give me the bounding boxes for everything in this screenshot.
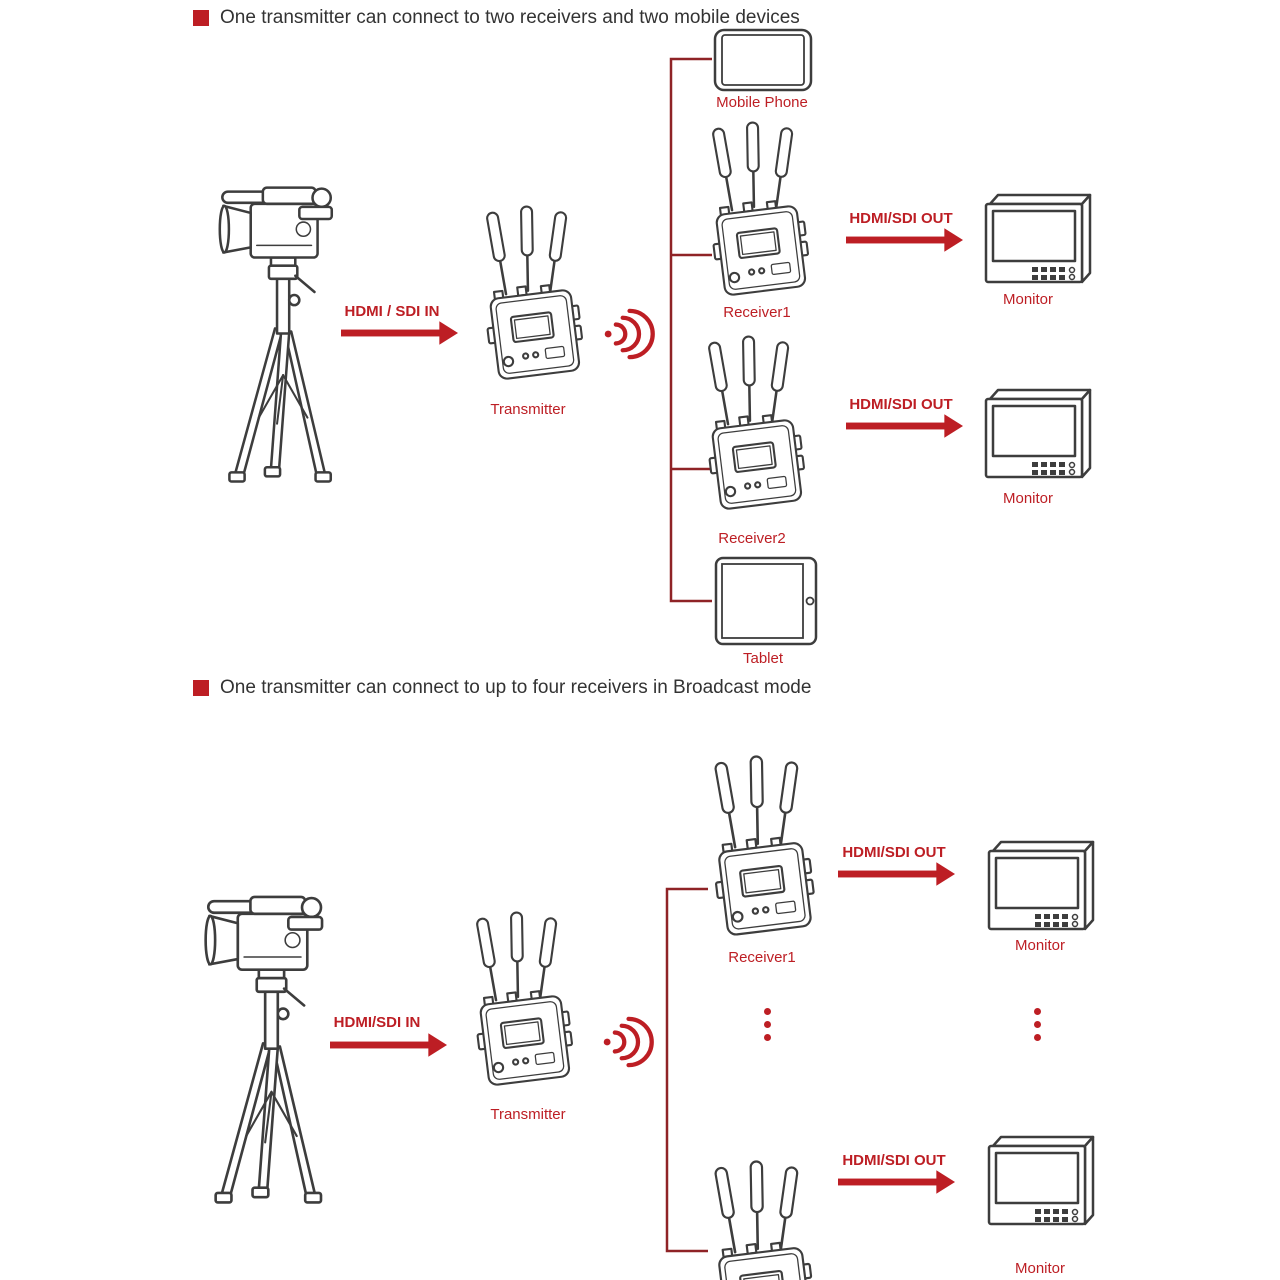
fanout-bracket-2 bbox=[665, 887, 708, 1253]
hdmi-out2-label: HDMI/SDI OUT bbox=[849, 396, 953, 413]
monitor4-icon bbox=[987, 1135, 1095, 1226]
receiver1-label-2: Receiver1 bbox=[728, 949, 796, 966]
section2-bullet-icon bbox=[193, 680, 209, 696]
monitor3-label: Monitor bbox=[1014, 937, 1066, 954]
arrow-right-icon bbox=[838, 1170, 956, 1194]
camera-tripod-icon bbox=[218, 186, 334, 483]
receiver4-icon bbox=[709, 1160, 819, 1280]
camera-tripod-icon bbox=[204, 895, 324, 1204]
monitor1-icon bbox=[984, 193, 1092, 284]
hdmi-out1-label-2: HDMI/SDI OUT bbox=[842, 844, 946, 861]
section1-heading-text: One transmitter can connect to two recei… bbox=[220, 7, 800, 28]
receiver2-icon bbox=[703, 335, 810, 512]
monitor3-icon bbox=[987, 840, 1095, 931]
monitor4-label: Monitor bbox=[1014, 1260, 1066, 1277]
mobile-phone-label: Mobile Phone bbox=[716, 94, 808, 111]
section2-heading: One transmitter can connect to up to fou… bbox=[193, 677, 811, 699]
fanout-bracket bbox=[669, 57, 712, 603]
tablet-icon bbox=[714, 556, 818, 646]
arrow-right-icon bbox=[838, 862, 956, 886]
arrow-right-icon bbox=[330, 1033, 448, 1057]
arrow-right-icon bbox=[846, 414, 964, 438]
hdmi-in-label: HDMI / SDI IN bbox=[344, 303, 440, 320]
monitor2-label: Monitor bbox=[1002, 490, 1054, 507]
arrow-right-icon bbox=[341, 321, 459, 345]
transmitter2-label: Transmitter bbox=[490, 1106, 566, 1123]
ellipsis-dots-icon bbox=[764, 1008, 771, 1041]
hdmi-in-label-2: HDMI/SDI IN bbox=[333, 1014, 421, 1031]
tablet-label: Tablet bbox=[742, 650, 784, 667]
ellipsis-dots-icon bbox=[1034, 1008, 1041, 1041]
section2-heading-text: One transmitter can connect to up to fou… bbox=[220, 677, 812, 698]
monitor1-label: Monitor bbox=[1002, 291, 1054, 308]
receiver1-label: Receiver1 bbox=[723, 304, 791, 321]
wifi-signal-icon bbox=[602, 1014, 650, 1070]
receiver2-label: Receiver2 bbox=[718, 530, 786, 547]
hdmi-out2-label-2: HDMI/SDI OUT bbox=[842, 1152, 946, 1169]
receiver1-icon bbox=[707, 121, 814, 298]
section1-heading: One transmitter can connect to two recei… bbox=[193, 7, 800, 29]
arrow-right-icon bbox=[846, 228, 964, 252]
mobile-phone-icon bbox=[713, 28, 813, 92]
transmitter2-icon bbox=[471, 911, 578, 1088]
section1-bullet-icon bbox=[193, 10, 209, 26]
transmitter-label: Transmitter bbox=[490, 401, 566, 418]
receiver1-icon-2 bbox=[709, 755, 819, 938]
hdmi-out1-label: HDMI/SDI OUT bbox=[849, 210, 953, 227]
transmitter-icon bbox=[481, 205, 588, 382]
monitor2-icon bbox=[984, 388, 1092, 479]
wifi-signal-icon bbox=[603, 306, 651, 362]
